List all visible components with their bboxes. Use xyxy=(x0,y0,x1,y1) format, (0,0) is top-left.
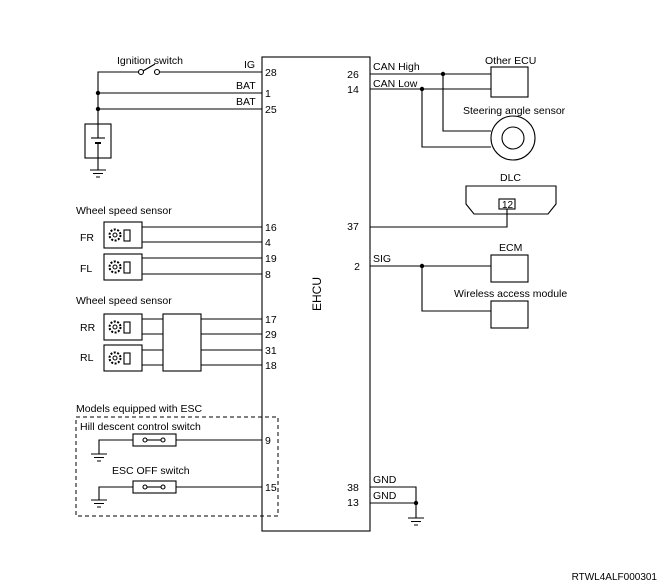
pin-26: 26 xyxy=(347,69,359,81)
fl-sensor xyxy=(103,253,143,281)
rl-sensor xyxy=(103,344,143,372)
ground-icon xyxy=(91,499,107,508)
can-low-label: CAN Low xyxy=(373,78,418,90)
esc-equipped-section: Models equipped with ESC Hill descent co… xyxy=(75,403,279,517)
sig-circuit: 2 SIG ECM Wireless access module xyxy=(354,242,567,329)
rr-label: RR xyxy=(80,322,96,334)
hill-descent-switch-label: Hill descent control switch xyxy=(80,421,201,433)
rear-connector-block xyxy=(162,313,202,372)
dlc-circuit: DLC 12 37 xyxy=(347,172,557,233)
pin-1: 1 xyxy=(265,88,271,100)
front-wheel-speed-sensors: Wheel speed sensor FR 16 4 FL 19 8 xyxy=(76,205,277,281)
pin-29: 29 xyxy=(265,329,277,341)
pickup-coil-icon xyxy=(123,229,131,242)
ground-icon xyxy=(91,453,107,462)
rl-label: RL xyxy=(80,352,94,364)
pin-2: 2 xyxy=(354,261,360,273)
pin-19: 19 xyxy=(265,253,277,265)
pin-9: 9 xyxy=(265,435,271,447)
pin-28: 28 xyxy=(265,67,277,79)
pickup-coil-icon xyxy=(123,321,131,334)
fr-label: FR xyxy=(80,232,94,244)
pin-16: 16 xyxy=(265,222,277,234)
other-ecu-box xyxy=(490,66,529,98)
wireless-access-module-box xyxy=(490,300,529,329)
ground-circuit: 38 GND 13 GND xyxy=(347,474,424,526)
pin-8: 8 xyxy=(265,269,271,281)
ecm-box xyxy=(490,254,529,283)
pin-37: 37 xyxy=(347,221,359,233)
fl-label: FL xyxy=(80,263,92,275)
dlc-pin-12: 12 xyxy=(502,200,514,211)
pin-38: 38 xyxy=(347,482,359,494)
fr-sensor xyxy=(103,221,143,249)
ground-icon xyxy=(408,517,424,526)
gnd-label-2: GND xyxy=(373,490,397,502)
steering-angle-sensor-label: Steering angle sensor xyxy=(463,105,566,117)
ig-label: IG xyxy=(244,59,255,71)
can-high-label: CAN High xyxy=(373,61,420,73)
bat-label-1: BAT xyxy=(236,80,256,92)
pin-25: 25 xyxy=(265,104,277,116)
ignition-switch-label: Ignition switch xyxy=(117,55,183,67)
pin-18: 18 xyxy=(265,360,277,372)
dlc-label: DLC xyxy=(500,172,521,184)
ecm-label: ECM xyxy=(499,242,522,254)
gear-icon xyxy=(108,228,122,242)
pin-14: 14 xyxy=(347,84,359,96)
pickup-coil-icon xyxy=(123,352,131,365)
pin-31: 31 xyxy=(265,345,277,357)
wheel-speed-sensor-front-label: Wheel speed sensor xyxy=(76,205,172,217)
ignition-circuit: Ignition switch IG 28 BAT 1 BAT 25 xyxy=(84,55,277,178)
pin-17: 17 xyxy=(265,314,277,326)
pin-15: 15 xyxy=(265,482,277,494)
esc-dashed-frame xyxy=(75,416,279,517)
esc-off-switch-label: ESC OFF switch xyxy=(112,465,190,477)
gnd-label-1: GND xyxy=(373,474,397,486)
pickup-coil-icon xyxy=(123,261,131,274)
pin-13: 13 xyxy=(347,497,359,509)
other-ecu-label: Other ECU xyxy=(485,55,536,67)
wireless-access-module-label: Wireless access module xyxy=(454,288,567,300)
gear-icon xyxy=(108,351,122,365)
rr-sensor xyxy=(103,313,143,341)
sig-label: SIG xyxy=(373,253,391,265)
esc-models-label: Models equipped with ESC xyxy=(76,403,202,415)
gear-icon xyxy=(108,260,122,274)
battery-icon xyxy=(84,123,112,170)
switch-contact xyxy=(137,68,145,76)
ground-icon xyxy=(90,169,106,178)
pin-4: 4 xyxy=(265,237,271,249)
bat-label-2: BAT xyxy=(236,96,256,108)
ignition-switch-blade xyxy=(142,63,156,72)
steering-angle-sensor xyxy=(490,115,536,161)
can-bus-circuit: 26 CAN High 14 CAN Low Other ECU Steerin… xyxy=(347,55,566,161)
ehcu-label: EHCU xyxy=(310,277,324,311)
rear-wheel-speed-sensors: Wheel speed sensor RR RL 17 29 31 18 xyxy=(76,295,277,372)
figure-code: RTWL4ALF000301 xyxy=(572,572,658,583)
wheel-speed-sensor-rear-label: Wheel speed sensor xyxy=(76,295,172,307)
ehcu-box xyxy=(261,56,371,532)
gear-icon xyxy=(108,320,122,334)
switch-contact xyxy=(153,68,161,76)
